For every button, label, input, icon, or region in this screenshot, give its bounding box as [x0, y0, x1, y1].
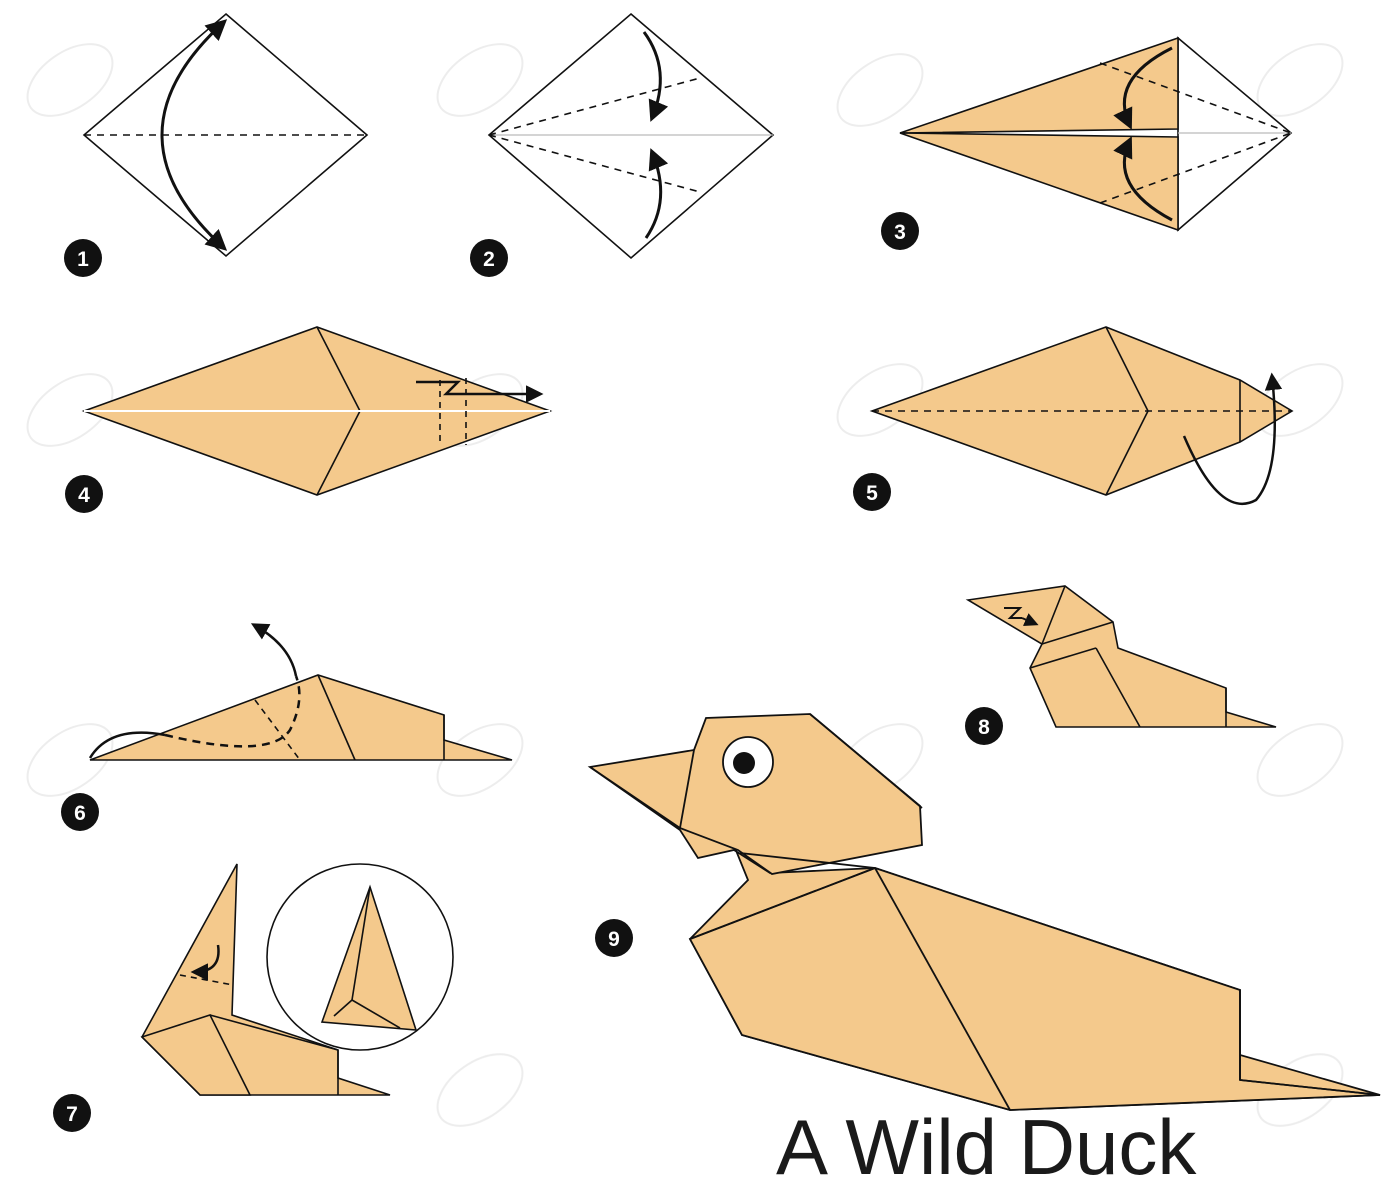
step-badge-2: 2 [470, 239, 508, 277]
svg-text:7: 7 [66, 1103, 78, 1126]
step-badge-4: 4 [65, 475, 103, 513]
duck-pupil [733, 752, 755, 774]
svg-text:9: 9 [608, 928, 620, 951]
step-8-diagram [968, 586, 1276, 727]
svg-text:1: 1 [77, 248, 89, 271]
step-badge-5: 5 [853, 473, 891, 511]
svg-text:2: 2 [483, 248, 495, 271]
step-badge-8: 8 [965, 707, 1003, 745]
step-1-diagram [84, 14, 367, 256]
step-6-diagram [90, 625, 512, 760]
svg-text:3: 3 [894, 221, 906, 244]
step-9-duck [590, 714, 1380, 1110]
step-7-detail-circle [267, 864, 453, 1050]
step-badge-3: 3 [881, 212, 919, 250]
svg-text:6: 6 [74, 802, 86, 825]
step-5-diagram [872, 327, 1292, 504]
origami-diagram: 1 2 3 4 5 6 7 8 9 [0, 0, 1388, 1148]
svg-text:4: 4 [78, 484, 90, 507]
step-2-diagram [489, 14, 773, 258]
step-badge-1: 1 [64, 239, 102, 277]
step-badge-9: 9 [595, 919, 633, 957]
svg-text:5: 5 [866, 482, 878, 505]
step-badge-6: 6 [61, 793, 99, 831]
step-3-diagram [900, 38, 1291, 230]
diagram-title: A Wild Duck [776, 1108, 1196, 1186]
step-badge-7: 7 [53, 1094, 91, 1132]
step-4-diagram [84, 327, 550, 495]
svg-text:8: 8 [978, 716, 990, 739]
